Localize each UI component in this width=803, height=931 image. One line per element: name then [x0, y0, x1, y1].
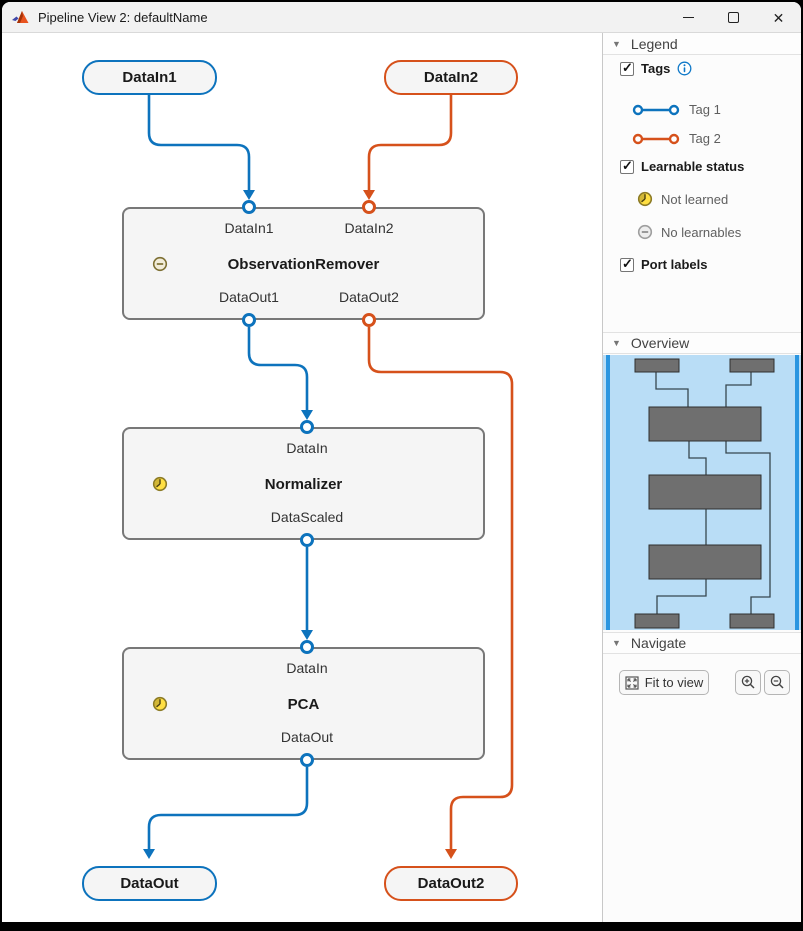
maximize-icon: [728, 12, 739, 23]
tags-checkbox[interactable]: [620, 60, 634, 76]
tag2-line-icon: [632, 133, 680, 144]
port-label-in: DataIn: [286, 440, 328, 456]
collapse-triangle-icon: ▼: [612, 338, 621, 348]
learnable-status-checkbox[interactable]: [620, 158, 634, 174]
block-title: ObservationRemover: [227, 255, 380, 273]
port-label-out: DataOut2: [339, 289, 399, 305]
no-learnables-icon: [637, 224, 653, 240]
viewport-right-edge: [795, 355, 799, 630]
fit-to-view-button[interactable]: Fit to view: [619, 670, 709, 695]
input-port-datain2[interactable]: [362, 200, 376, 214]
block-title: PCA: [287, 695, 320, 713]
close-icon: ✕: [772, 9, 785, 26]
node-datain1[interactable]: DataIn1: [82, 60, 217, 95]
zoom-in-button[interactable]: [735, 670, 761, 695]
overview-header-label: Overview: [630, 335, 690, 351]
collapse-triangle-icon: ▼: [612, 638, 621, 648]
not-learned-label: Not learned: [661, 191, 729, 207]
no-learnables-icon: [152, 256, 168, 272]
tag2-label: Tag 2: [689, 131, 721, 146]
overview-section-header[interactable]: ▼ Overview: [603, 332, 801, 354]
matlab-logo-icon: [12, 10, 29, 23]
zoom-in-icon: [741, 675, 755, 689]
output-port-pca-dataout[interactable]: [300, 753, 314, 767]
fit-to-view-label: Fit to view: [644, 675, 704, 690]
port-label-in: DataIn: [286, 660, 328, 676]
node-dataout2[interactable]: DataOut2: [384, 866, 518, 901]
legend-header-label: Legend: [630, 35, 678, 52]
port-label-out: DataOut1: [219, 289, 279, 305]
learnable-status-checkbox-row[interactable]: Learnable status: [620, 158, 745, 174]
tags-checkbox-row[interactable]: Tags: [620, 60, 692, 76]
port-label-in: DataIn2: [344, 220, 394, 236]
navigate-section-header[interactable]: ▼ Navigate: [603, 632, 801, 654]
pipeline-edges: [143, 95, 514, 859]
node-label: DataOut: [120, 875, 179, 892]
port-labels-checkbox[interactable]: [620, 256, 634, 272]
overview-minimap[interactable]: [603, 355, 801, 630]
port-label-out: DataOut: [280, 729, 334, 745]
learnable-status-label: Learnable status: [641, 159, 745, 174]
not-learned-icon: [637, 191, 653, 207]
port-label-out: DataScaled: [270, 509, 344, 525]
maximize-button[interactable]: [711, 2, 756, 33]
output-port-dataout1[interactable]: [242, 313, 256, 327]
navigate-header-label: Navigate: [630, 635, 687, 651]
not-learned-icon: [152, 696, 168, 712]
no-learnables-legend-row: No learnables: [637, 224, 741, 240]
zoom-out-icon: [770, 675, 784, 689]
fit-to-view-icon: [625, 675, 639, 690]
node-dataout[interactable]: DataOut: [82, 866, 217, 901]
window-title: Pipeline View 2: defaultName: [38, 9, 208, 25]
tag1-label: Tag 1: [689, 102, 721, 117]
node-label: DataIn2: [423, 69, 479, 86]
minimize-icon: [683, 17, 694, 18]
node-observationremover[interactable]: ObservationRemover: [122, 207, 485, 320]
minimize-button[interactable]: [666, 2, 711, 33]
input-port-pca-datain[interactable]: [300, 640, 314, 654]
title-bar: Pipeline View 2: defaultName ✕: [2, 2, 801, 33]
legend-section-header[interactable]: ▼ Legend: [603, 33, 801, 55]
tag1-line-icon: [632, 104, 680, 115]
node-datain2[interactable]: DataIn2: [384, 60, 518, 95]
zoom-out-button[interactable]: [764, 670, 790, 695]
block-title: Normalizer: [264, 475, 343, 493]
node-label: DataIn1: [122, 69, 177, 86]
no-learnables-label: No learnables: [661, 224, 742, 240]
output-port-datascaled[interactable]: [300, 533, 314, 547]
collapse-triangle-icon: ▼: [612, 38, 621, 49]
tag2-legend-row: Tag 2: [631, 131, 721, 146]
close-button[interactable]: ✕: [756, 2, 801, 33]
pipeline-canvas[interactable]: DataIn1 DataIn2 ObservationRemover DataI…: [2, 33, 602, 922]
tags-label: Tags: [641, 61, 671, 76]
input-port-datain1[interactable]: [242, 200, 256, 214]
viewport-left-edge: [606, 355, 610, 630]
not-learned-icon: [152, 476, 168, 492]
port-labels-checkbox-row[interactable]: Port labels: [620, 256, 708, 272]
port-label-in: DataIn1: [224, 220, 274, 236]
input-port-normalizer-datain[interactable]: [300, 420, 314, 434]
sidebar: ▼ Legend Tags Tag 1: [602, 33, 801, 922]
info-icon[interactable]: [677, 61, 692, 76]
node-label: DataOut2: [417, 875, 485, 892]
not-learned-legend-row: Not learned: [637, 191, 728, 207]
tag1-legend-row: Tag 1: [631, 102, 721, 117]
output-port-dataout2[interactable]: [362, 313, 376, 327]
port-labels-label: Port labels: [641, 257, 708, 272]
